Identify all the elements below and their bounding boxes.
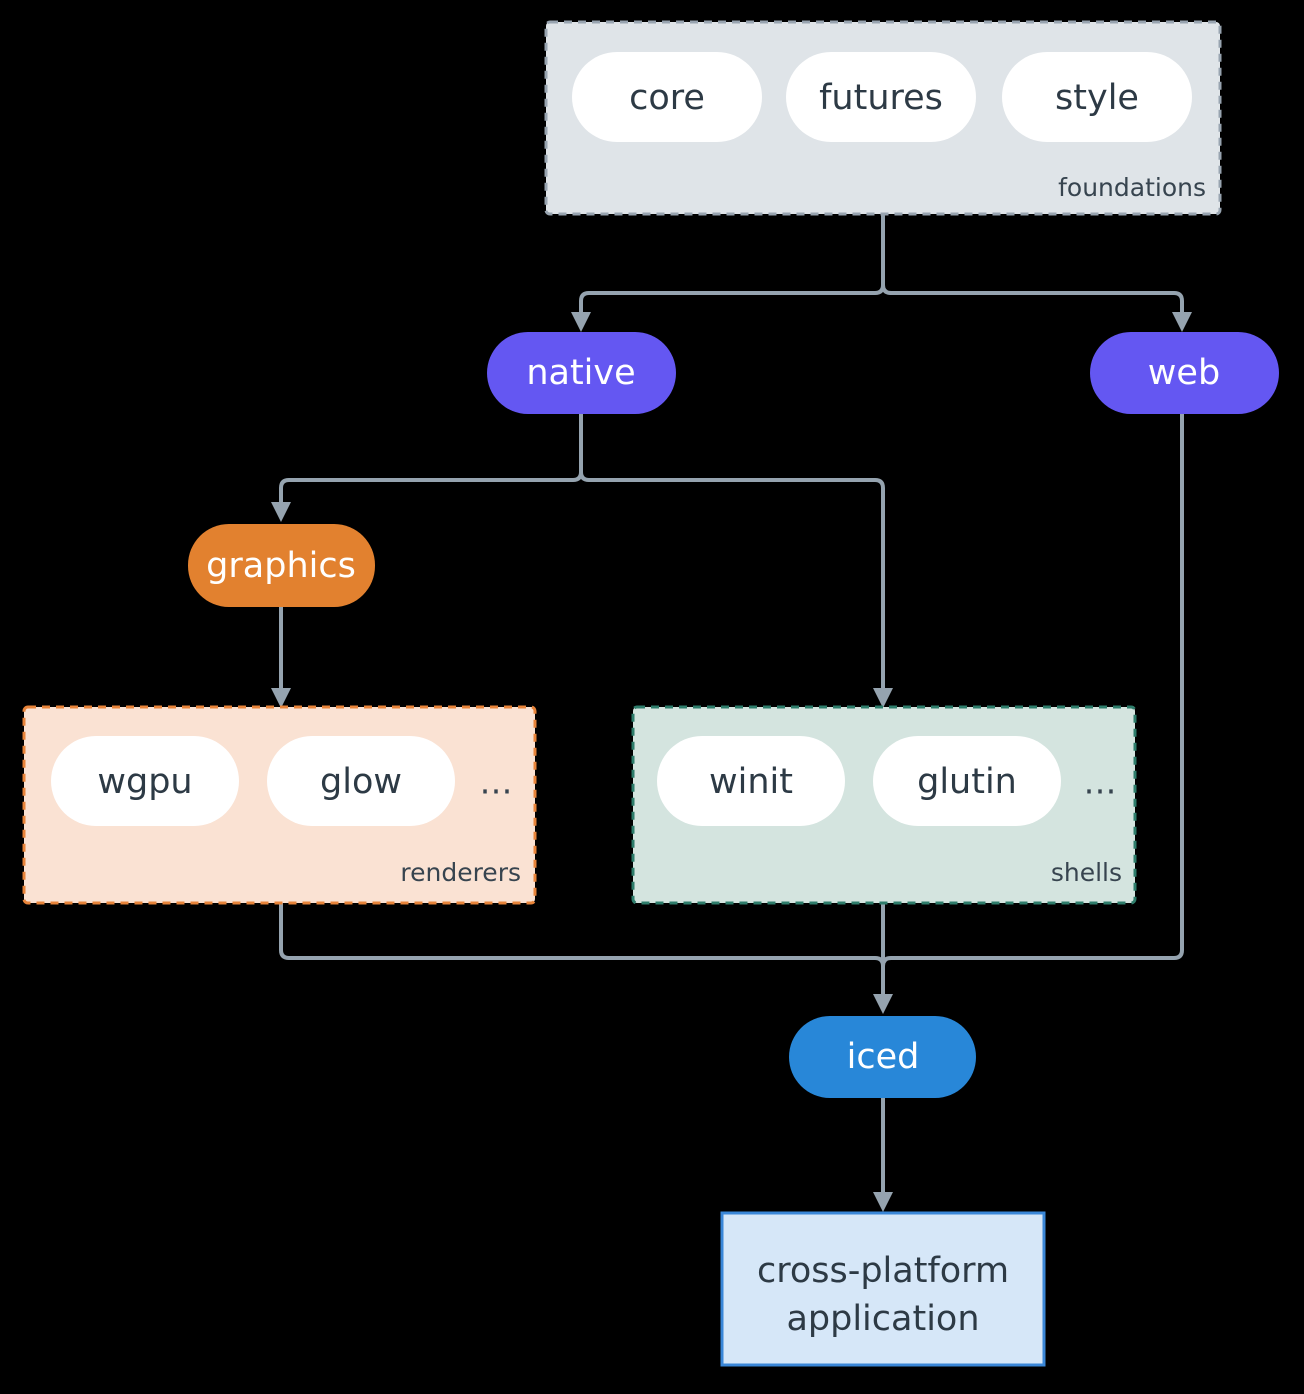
edge-foundations-fork-right [881, 283, 1184, 318]
shells-ellipsis: … [1084, 763, 1117, 802]
edge-layer [271, 214, 1192, 1212]
pill-glutin[interactable]: glutin [873, 736, 1061, 826]
pill-core[interactable]: core [572, 52, 762, 142]
node-graphics-label: graphics [206, 546, 356, 586]
pill-style-shape [1002, 52, 1192, 142]
pill-core-label: core [629, 78, 705, 118]
pill-winit-shape [657, 736, 845, 826]
pill-wgpu[interactable]: wgpu [51, 736, 239, 826]
edge-renderers-to-iced [279, 901, 885, 1000]
group-renderers-label: renderers [400, 858, 521, 887]
pill-style[interactable]: style [1002, 52, 1192, 142]
pill-futures[interactable]: futures [786, 52, 976, 142]
arrowhead-to-graphics [271, 502, 291, 522]
pill-glow-shape [267, 736, 455, 826]
arrowhead-to-renderers [271, 688, 291, 708]
node-iced[interactable]: iced [789, 1016, 976, 1098]
pill-futures-label: futures [819, 78, 943, 118]
node-cross-platform-application[interactable]: cross-platform application [720, 1211, 1046, 1367]
arrowhead-to-application [873, 1192, 893, 1212]
group-renderers[interactable]: wgpu glow … renderers [22, 705, 537, 905]
renderers-ellipsis: … [480, 763, 513, 802]
node-native-label: native [526, 353, 635, 393]
node-native-shape [487, 332, 676, 414]
pill-core-shape [572, 52, 762, 142]
pill-glutin-label: glutin [917, 762, 1017, 802]
edge-native-to-graphics [279, 412, 583, 508]
pill-winit-label: winit [709, 762, 793, 802]
arrowhead-to-web [1172, 312, 1192, 332]
pill-glutin-shape [873, 736, 1061, 826]
node-graphics[interactable]: graphics [188, 524, 375, 607]
arrowhead-to-native [571, 312, 591, 332]
output-box-line1: cross-platform [757, 1251, 1009, 1291]
node-native[interactable]: native [487, 332, 676, 414]
group-foundations[interactable]: core futures style foundations [544, 20, 1222, 216]
node-web-shape [1090, 332, 1279, 414]
group-foundations-label: foundations [1058, 173, 1206, 202]
group-shells-label: shells [1051, 858, 1122, 887]
arrowhead-to-shells [873, 688, 893, 708]
node-web-label: web [1148, 353, 1220, 393]
output-box-line2: application [786, 1299, 979, 1339]
edge-web-to-iced [881, 412, 1184, 1000]
pill-wgpu-label: wgpu [97, 762, 192, 802]
pill-glow-label: glow [320, 762, 402, 802]
node-iced-shape [789, 1016, 976, 1098]
edge-foundations-to-native-web [579, 214, 885, 318]
group-shells[interactable]: winit glutin … shells [631, 705, 1137, 905]
pill-glow[interactable]: glow [267, 736, 455, 826]
arrowhead-to-iced [873, 994, 893, 1014]
edge-native-to-shells [579, 470, 885, 692]
node-web[interactable]: web [1090, 332, 1279, 414]
pill-wgpu-shape [51, 736, 239, 826]
pill-winit[interactable]: winit [657, 736, 845, 826]
output-box-shape [720, 1211, 1046, 1367]
pill-futures-shape [786, 52, 976, 142]
node-iced-label: iced [847, 1037, 920, 1077]
pill-style-label: style [1055, 78, 1139, 118]
node-graphics-shape [188, 524, 375, 607]
